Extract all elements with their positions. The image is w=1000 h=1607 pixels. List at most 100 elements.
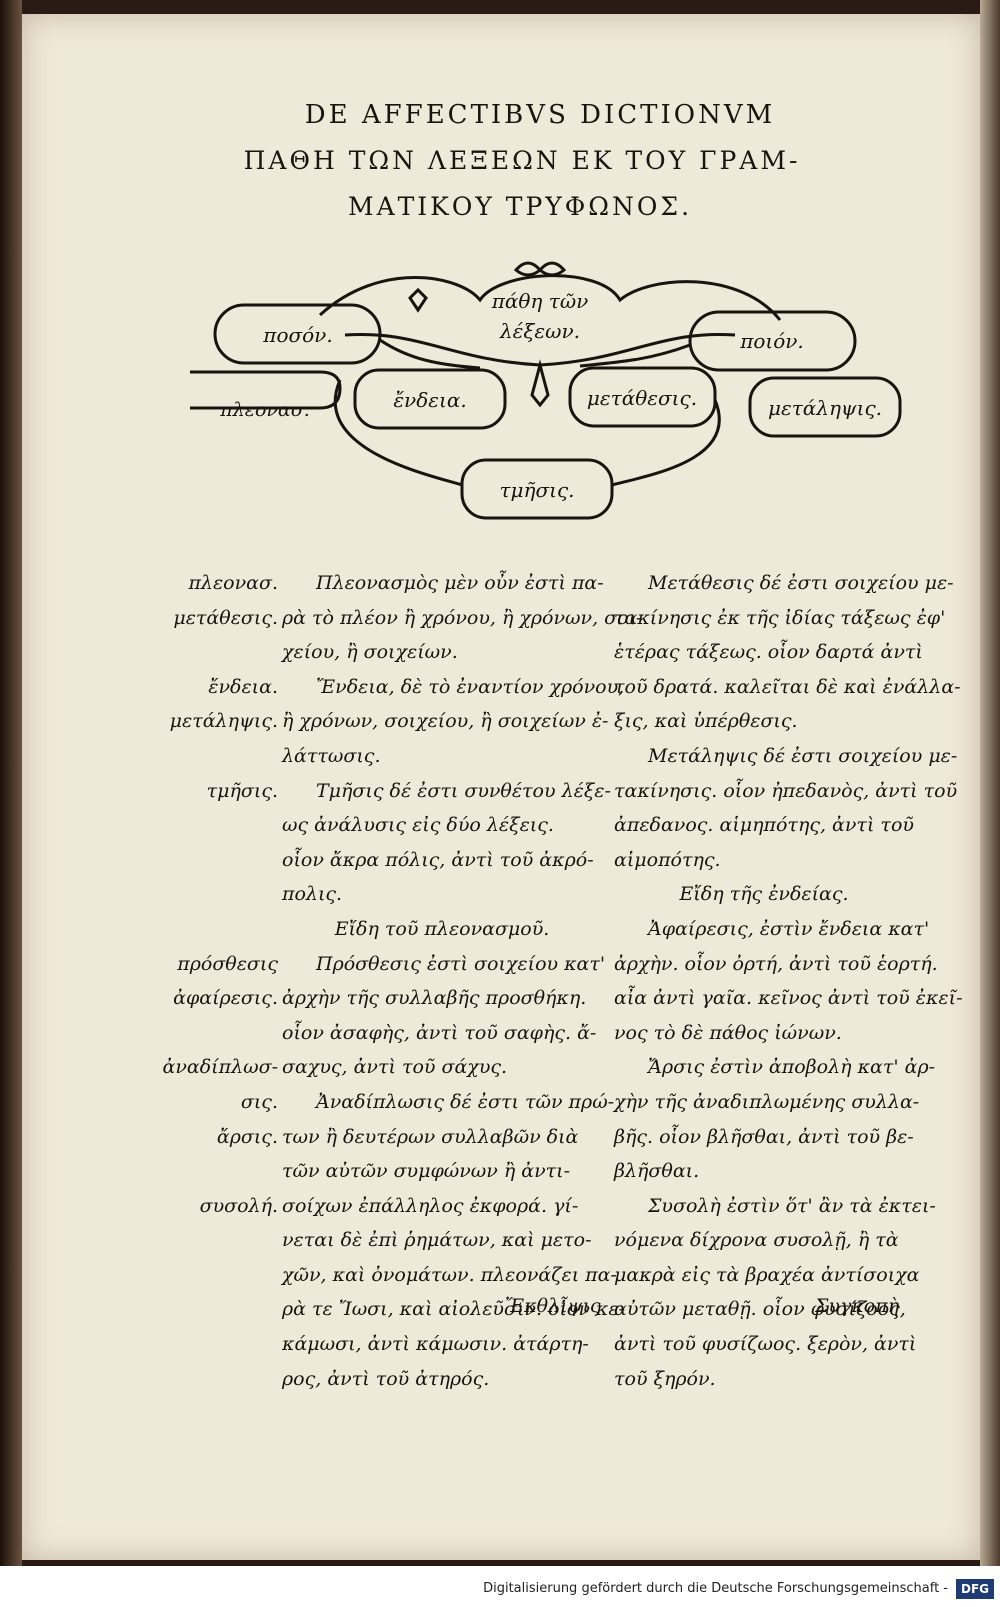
- node-poion: ποιόν.: [739, 329, 804, 353]
- connector-poion: [579, 343, 691, 368]
- text-line: ἀρχὴν τῆς συλλαβῆς προσθήκη.: [282, 987, 587, 1010]
- node-center-line1: πάθη τῶν: [491, 289, 589, 313]
- margin-note: πρόσθεσις: [177, 952, 278, 975]
- right-column: Μετάθεσις δέ ἐστι σοιχείου με-τακίνησις …: [614, 566, 963, 1396]
- node-metalepsis-outline: [748, 376, 902, 438]
- left-column: Πλεονασμὸς μὲν οὖν ἐστὶ πα-ρὰ τὸ πλέον ἢ…: [282, 566, 643, 1396]
- ornament-center: [530, 359, 550, 408]
- node-tmesis: τμῆσις.: [499, 478, 574, 502]
- text-line: νόμενα δίχρονα συσολῇ, ἢ τὰ: [614, 1229, 899, 1252]
- text-line: Πρόσθεσις ἐστὶ σοιχείου κατ': [316, 952, 606, 975]
- margin-note: μετάθεσις.: [173, 606, 278, 629]
- text-line: χείου, ἢ σοιχείων.: [282, 641, 458, 664]
- page-edge: [980, 0, 1000, 1566]
- margin-note: συσολή.: [199, 1194, 278, 1217]
- text-line: χὴν τῆς ἀναδιπλωμένης συλλα-: [614, 1090, 920, 1113]
- text-line: Ἔνδεια, δὲ τὸ ἐναντίον χρόνου,: [316, 675, 625, 698]
- heading-latin: DE AFFECTIBVS DICTIONVM: [304, 100, 776, 130]
- text-line: ἀπεδανος. αἱμηπότης, ἀντὶ τοῦ: [614, 814, 914, 837]
- footer-bar: Digitalisierung gefördert durch die Deut…: [0, 1576, 1000, 1607]
- margin-note: [150, 635, 278, 670]
- node-tmesis-outline: [460, 458, 614, 520]
- catchword-right: Συγκοπὴ: [815, 1295, 900, 1317]
- node-metathesis-outline: [568, 366, 717, 428]
- text-line: χῶν, καὶ ὀνομάτων. πλεονάζει πα-: [282, 1263, 617, 1286]
- margin-note: ἀφαίρεσις.: [173, 987, 278, 1010]
- connector-poson: [379, 338, 481, 370]
- text-line: ως ἀνάλυσις εἰς δύο λέξεις.: [282, 814, 554, 837]
- margin-note: πλεονασ.: [188, 572, 278, 594]
- node-poion-outline: [688, 310, 857, 372]
- center-arch: [318, 274, 782, 321]
- text-line: κάμωσι, ἀντὶ κάμωσιν. ἀτάρτη-: [282, 1333, 589, 1356]
- node-endeia: ἔνδεια.: [393, 388, 466, 412]
- text-line: τακίνησις. οἷον ἠπεδανὸς, ἀντὶ τοῦ: [614, 779, 958, 802]
- text-line: Εἴδη τῆς ἐνδείας.: [679, 883, 849, 906]
- margin-notes: πλεονασ.μετάθεσις.ἔνδεια.μετάληψις.τμῆσι…: [150, 566, 278, 1223]
- text-line: νεται δὲ ἐπὶ ῥημάτων, καὶ μετο-: [282, 1229, 592, 1252]
- connector-left: [333, 379, 463, 487]
- text-line: Πλεονασμὸς μὲν οὖν ἐστὶ πα-: [316, 572, 604, 594]
- footer-text: Digitalisierung gefördert durch die Deut…: [483, 1581, 948, 1596]
- node-pleonasm-outline: [190, 370, 342, 410]
- text-line: Ἀφαίρεσις, ἐστὶν ἔνδεια κατ': [648, 917, 930, 940]
- node-metathesis: μετάθεσις.: [587, 386, 697, 410]
- text-line: οἷον ἀσαφὴς, ἀντὶ τοῦ σαφὴς. ἄ-: [282, 1021, 597, 1044]
- text-line: ρὰ τὸ πλέον ἢ χρόνου, ἢ χρόνων, σοι-: [282, 606, 643, 629]
- margin-note: [150, 843, 278, 878]
- margin-note: [150, 1016, 278, 1051]
- text-line: Εἴδη τοῦ πλεονασμοῦ.: [334, 917, 550, 940]
- text-line: τακίνησις ἐκ τῆς ἰδίας τάξεως ἐφ': [614, 606, 946, 629]
- ornament-top: [513, 261, 567, 277]
- text-line: αἱμοπότης.: [614, 848, 721, 871]
- dfg-logo: DFG: [956, 1579, 994, 1599]
- ornament-left: [408, 287, 428, 313]
- node-poson: ποσόν.: [262, 323, 332, 347]
- text-line: βῆς. οἷον βλῆσθαι, ἀντὶ τοῦ βε-: [614, 1125, 914, 1148]
- margin-note: [150, 1154, 278, 1189]
- text-line: Συσολὴ ἐστὶν ὅτ' ἂν τὰ ἐκτει-: [648, 1194, 936, 1217]
- text-line: οἷον ἄκρα πόλις, ἀντὶ τοῦ ἀκρό-: [282, 848, 594, 871]
- text-line: αἶα ἀντὶ γαῖα. κεῖνος ἀντὶ τοῦ ἐκεῖ-: [614, 987, 963, 1010]
- affections-diagram: πάθη τῶν λέξεων. ποσόν. ποιόν. πλεονασ. …: [190, 261, 902, 520]
- text-line: μακρὰ εἰς τὰ βραχέα ἀντίσοιχα: [614, 1263, 920, 1286]
- text-line: λάττωσις.: [282, 744, 381, 767]
- text-line: αὐτῶν μεταθῇ. οἷον φυσίζοος,: [614, 1298, 906, 1321]
- heading-greek-2: ΜΑΤΙΚΟΥ ΤΡΥΦΩΝΟΣ.: [347, 192, 693, 221]
- text-line: Τμῆσις δέ ἐστι συνθέτου λέξε-: [316, 779, 611, 802]
- margin-note: [150, 739, 278, 774]
- text-line: τοῦ δρατά. καλεῖται δὲ καὶ ἐνάλλα-: [614, 675, 961, 698]
- text-line: Ἀναδίπλωσις δέ ἐστι τῶν πρώ-: [316, 1090, 615, 1113]
- text-line: τῶν αὐτῶν συμφώνων ἢ ἀντι-: [282, 1160, 571, 1183]
- margin-note: [150, 912, 278, 947]
- margin-note: [150, 877, 278, 912]
- text-line: ρὰ τε Ἴωσι, καὶ αἰολεῦσιν. οἷον κε-: [282, 1298, 626, 1321]
- text-line: ξις, καὶ ὑπέρθεσις.: [614, 710, 798, 733]
- catchword-left: Ἔκθλιψις: [505, 1295, 601, 1317]
- node-pleonasm: πλεονασ.: [219, 399, 310, 421]
- node-center-line2: λέξεων.: [499, 319, 580, 343]
- node-metalepsis: μετάληψις.: [768, 396, 882, 420]
- text-line: Μετάληψις δέ ἐστι σοιχείου με-: [648, 744, 958, 767]
- margin-note: σις.: [240, 1090, 278, 1113]
- text-line: ἢ χρόνων, σοιχείου, ἢ σοιχείων ἐ-: [282, 710, 609, 733]
- margin-note: ἀναδίπλωσ-: [162, 1056, 278, 1079]
- margin-note: ἄρσις.: [216, 1125, 278, 1148]
- text-line: των ἢ δευτέρων συλλαβῶν διὰ: [282, 1125, 579, 1148]
- heading-greek-1: ΠΑΘΗ ΤΩΝ ΛΕΞΕΩΝ ΕΚ ΤΟΥ ΓΡΑΜ-: [243, 146, 801, 175]
- margin-note: τμῆσις.: [206, 779, 278, 802]
- connector-right: [611, 399, 721, 487]
- text-line: βλῆσθαι.: [614, 1160, 700, 1183]
- node-poson-outline: [213, 303, 382, 365]
- book-gutter: [0, 0, 22, 1566]
- text-line: ἀρχὴν. οἷον ὀρτή, ἀντὶ τοῦ ἑορτή.: [614, 952, 938, 975]
- margin-note: μετάληψις.: [169, 710, 278, 733]
- text-line: νος τὸ δὲ πάθος ἰώνων.: [614, 1021, 842, 1044]
- text-line: πολις.: [282, 883, 343, 906]
- text-line: ἀντὶ τοῦ φυσίζωος. ξερὸν, ἀντὶ: [614, 1333, 917, 1356]
- margin-note: [150, 808, 278, 843]
- text-line: σοίχων ἐπάλληλος ἐκφορά. γί-: [282, 1194, 579, 1217]
- text-line: Ἄρσις ἐστὶν ἀποβολὴ κατ' ἀρ-: [648, 1056, 936, 1079]
- text-line: ἑτέρας τάξεως. οἷον δαρτά ἀντὶ: [614, 641, 923, 664]
- node-endeia-outline: [353, 368, 507, 430]
